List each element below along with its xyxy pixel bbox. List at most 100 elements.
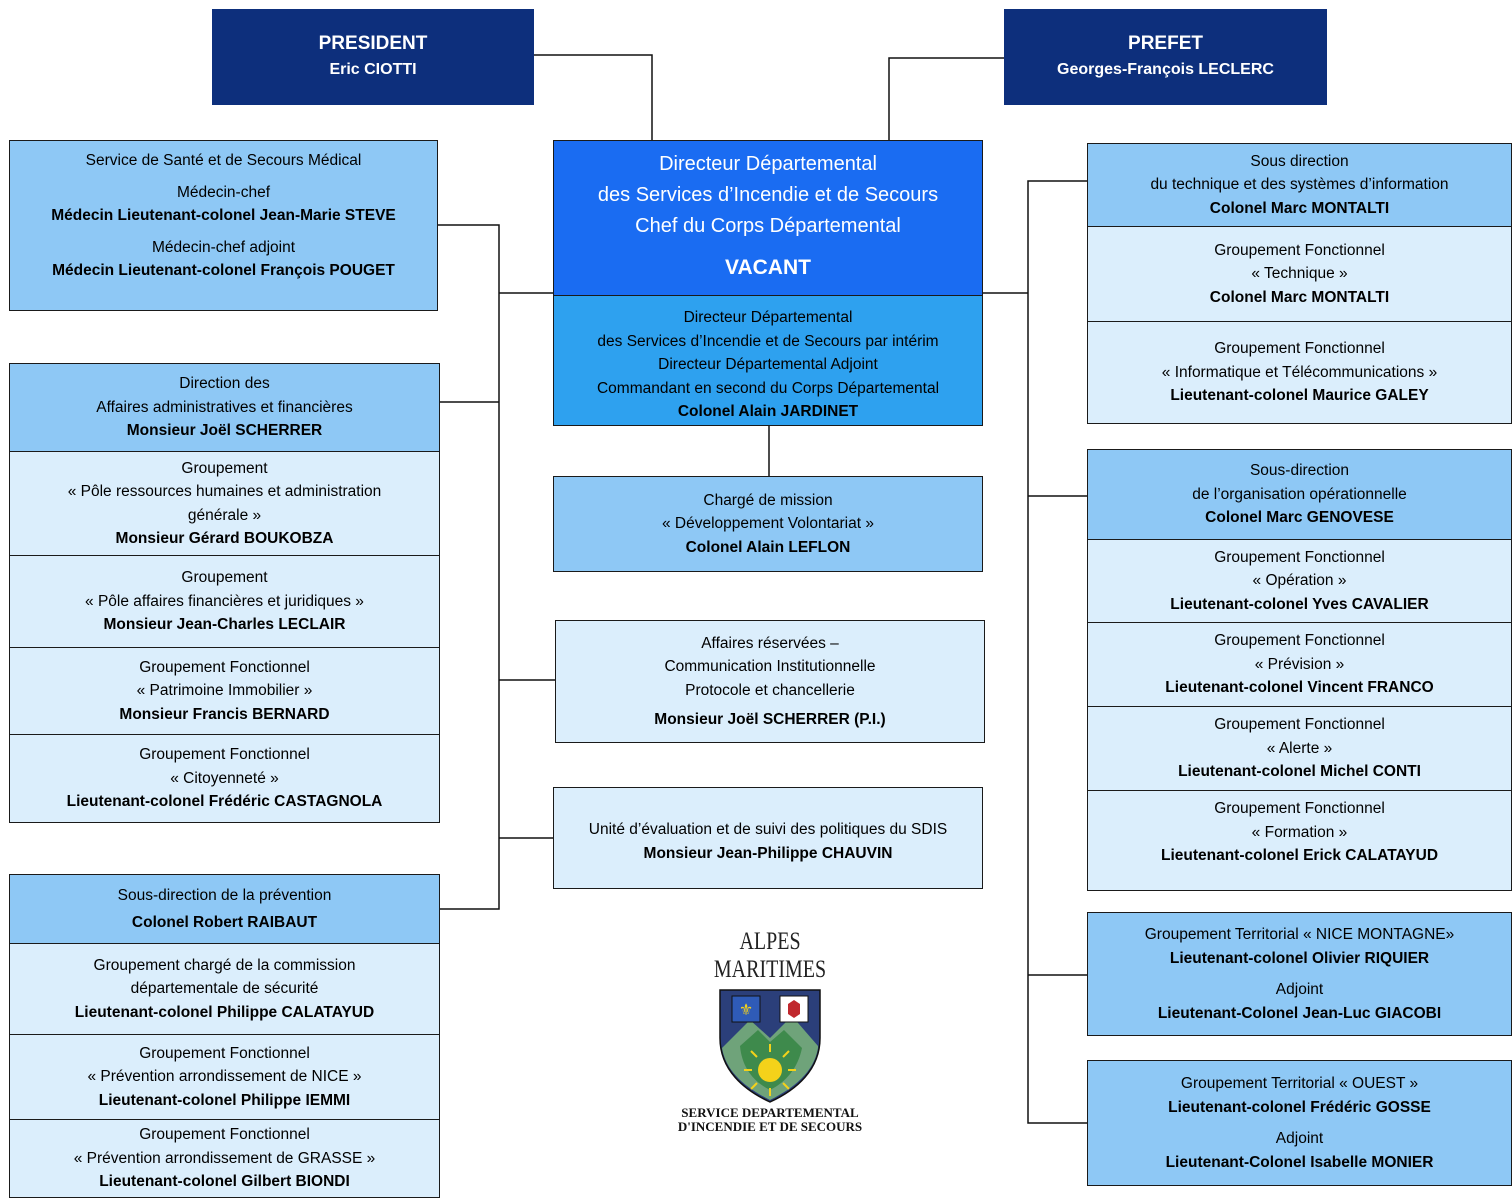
mission-line1: Chargé de mission <box>703 491 833 509</box>
logo-bottom-line1: SERVICE DEPARTEMENTAL <box>681 1105 859 1120</box>
prefet-box: PREFET Georges-François LECLERC <box>1004 9 1327 105</box>
nice-montagne-box: Groupement Territorial « NICE MONTAGNE» … <box>1087 912 1512 1036</box>
director-title-line3: Chef du Corps Départemental <box>635 215 901 237</box>
technique-line1: Sous direction <box>1250 152 1349 170</box>
group-line: « Patrimoine Immobilier » <box>136 682 313 700</box>
president-box: PRESIDENT Eric CIOTTI <box>212 9 534 105</box>
group-line: Groupement Fonctionnel <box>139 746 310 764</box>
group-line: Groupement Fonctionnel <box>1214 340 1385 358</box>
sdis-logo: ALPES MARITIMES ⚜ SERVICE DEPARTEMENTAL … <box>660 928 880 1138</box>
group-name: Lieutenant-colonel Erick CALATAYUD <box>1160 847 1439 864</box>
unite-name: Monsieur Jean-Philippe CHAUVIN <box>643 844 893 862</box>
affaires-line2: Communication Institutionnelle <box>664 658 876 675</box>
group-name: Lieutenant-colonel Vincent FRANCO <box>1165 679 1434 697</box>
interim-line4: Commandant en second du Corps Départemen… <box>596 379 940 397</box>
president-title: PRESIDENT <box>318 33 428 54</box>
prevention-name: Colonel Robert RAIBAUT <box>131 914 318 931</box>
svg-text:⚜: ⚜ <box>739 1000 753 1019</box>
ouest-name: Lieutenant-colonel Frédéric GOSSE <box>1168 1098 1431 1116</box>
daaf-line2: Affaires administratives et financières <box>96 398 353 416</box>
sante-role2: Médecin-chef adjoint <box>151 238 296 256</box>
ouest-adjoint: Lieutenant-Colonel Isabelle MONIER <box>1165 1153 1434 1171</box>
group-name: Colonel Marc MONTALTI <box>1209 288 1390 306</box>
daaf-box: Direction des Affaires administratives e… <box>9 363 440 823</box>
director-header: Directeur Départemental des Services d’I… <box>554 141 982 295</box>
nice-title: Groupement Territorial « NICE MONTAGNE» <box>1144 926 1455 943</box>
nice-name: Lieutenant-colonel Olivier RIQUIER <box>1169 949 1430 967</box>
affaires-name: Monsieur Joël SCHERRER (P.I.) <box>654 711 886 728</box>
group-line: « Opération » <box>1252 572 1347 590</box>
group-name: Lieutenant-colonel Michel CONTI <box>1178 763 1421 781</box>
operation-box: Sous-direction de l’organisation opérati… <box>1087 449 1512 891</box>
prevention-title: Sous-direction de la prévention <box>117 886 332 904</box>
group-line: Groupement Fonctionnel <box>139 1126 310 1144</box>
group-name: Monsieur Francis BERNARD <box>119 705 330 723</box>
president-name: Eric CIOTTI <box>329 61 417 78</box>
technique-box: Sous direction du technique et des systè… <box>1087 143 1512 424</box>
prefet-title: PREFET <box>1128 33 1203 54</box>
director-interim: Directeur Départemental des Services d’I… <box>554 295 982 425</box>
sante-title: Service de Santé et de Secours Médical <box>85 152 362 169</box>
affaires-line1: Affaires réservées – <box>701 634 839 652</box>
mission-name: Colonel Alain LEFLON <box>685 538 851 556</box>
group-line: « Citoyenneté » <box>170 769 279 787</box>
ouest-title: Groupement Territorial « OUEST » <box>1180 1075 1419 1092</box>
affaires-line3: Protocole et chancellerie <box>685 681 855 699</box>
daaf-line1: Direction des <box>179 375 270 393</box>
operation-name: Colonel Marc GENOVESE <box>1205 509 1394 527</box>
logo-top-text: ALPES MARITIMES <box>713 928 827 983</box>
group-line: Groupement <box>181 569 268 587</box>
group-name: Lieutenant-colonel Frédéric CASTAGNOLA <box>66 793 383 811</box>
group-name: Lieutenant-colonel Yves CAVALIER <box>1170 595 1429 613</box>
technique-line2: du technique et des systèmes d’informati… <box>1150 176 1449 194</box>
group-line: Groupement Fonctionnel <box>1214 632 1385 650</box>
group-line: « Pôle affaires financières et juridique… <box>85 592 364 610</box>
sante-name2: Médecin Lieutenant-colonel François POUG… <box>52 262 395 279</box>
group-line: « Prévision » <box>1254 655 1345 673</box>
group-line: « Formation » <box>1251 823 1348 841</box>
unite-box: Unité d’évaluation et de suivi des polit… <box>553 787 983 889</box>
mission-box: Chargé de mission « Développement Volont… <box>553 476 983 572</box>
group-line: Groupement Fonctionnel <box>1214 241 1385 259</box>
interim-line3: Directeur Départemental Adjoint <box>658 356 878 373</box>
group-line: Groupement Fonctionnel <box>139 1044 310 1062</box>
nice-role: Adjoint <box>1275 981 1324 998</box>
group-line: générale » <box>187 506 262 524</box>
director-status: VACANT <box>725 256 811 279</box>
prevention-box: Sous-direction de la prévention Colonel … <box>9 874 440 1198</box>
interim-name: Colonel Alain JARDINET <box>677 403 859 420</box>
group-line: « Informatique et Télécommunications » <box>1161 363 1438 381</box>
ouest-box: Groupement Territorial « OUEST » Lieuten… <box>1087 1060 1512 1186</box>
group-line: « Pôle ressources humaines et administra… <box>67 483 382 500</box>
director-title-line2: des Services d’Incendie et de Secours <box>597 184 939 206</box>
mission-line2: « Développement Volontariat » <box>662 515 874 533</box>
group-line: départementale de sécurité <box>130 980 319 998</box>
interim-line1: Directeur Départemental <box>683 309 853 326</box>
group-line: « Alerte » <box>1266 739 1333 757</box>
sante-box: Service de Santé et de Secours Médical M… <box>9 140 438 311</box>
sante-name1: Médecin Lieutenant-colonel Jean-Marie ST… <box>51 207 396 224</box>
group-line: Groupement chargé de la commission <box>93 956 356 974</box>
nice-adjoint: Lieutenant-Colonel Jean-Luc GIACOBI <box>1157 1004 1442 1022</box>
group-name: Monsieur Jean-Charles LECLAIR <box>103 616 346 634</box>
director-box: Directeur Départemental des Services d’I… <box>553 140 983 426</box>
group-name: Lieutenant-colonel Philippe IEMMI <box>98 1091 351 1109</box>
prefet-name: Georges-François LECLERC <box>1057 61 1274 78</box>
shield-emblem-icon: ⚜ <box>719 989 821 1103</box>
operation-line1: Sous-direction <box>1249 462 1350 480</box>
director-title-line1: Directeur Départemental <box>659 153 877 175</box>
group-line: Groupement Fonctionnel <box>1214 716 1385 734</box>
group-line: « Technique » <box>1251 265 1348 283</box>
technique-name: Colonel Marc MONTALTI <box>1209 199 1390 217</box>
group-name: Lieutenant-colonel Philippe CALATAYUD <box>74 1003 375 1021</box>
group-line: Groupement Fonctionnel <box>139 658 310 676</box>
group-line: « Prévention arrondissement de GRASSE » <box>73 1149 376 1167</box>
interim-line2: des Services d’Incendie et de Secours pa… <box>597 332 939 350</box>
group-name: Lieutenant-colonel Maurice GALEY <box>1170 387 1429 405</box>
ouest-role: Adjoint <box>1275 1130 1324 1147</box>
affaires-box: Affaires réservées – Communication Insti… <box>555 620 985 743</box>
group-line: « Prévention arrondissement de NICE » <box>87 1068 362 1086</box>
group-name: Monsieur Gérard BOUKOBZA <box>115 530 334 547</box>
unite-line1: Unité d’évaluation et de suivi des polit… <box>588 821 948 838</box>
